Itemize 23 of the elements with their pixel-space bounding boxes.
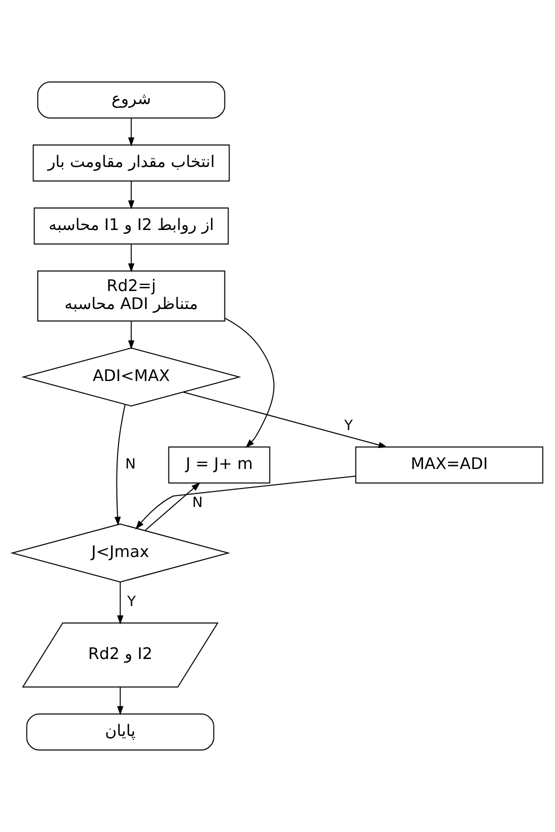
edge-label: Y	[127, 594, 136, 610]
node-box: MAX=ADI	[355, 446, 544, 484]
arrow	[114, 404, 126, 526]
edge-label: N	[125, 456, 136, 473]
arrow	[224, 318, 274, 448]
arrow	[128, 244, 134, 272]
node-diamond: J<Jmax	[10, 523, 230, 583]
node-box: محاسبه I1 و I2 از روابط	[34, 208, 229, 244]
node-diamond: ADI<MAX	[21, 347, 242, 407]
edge-label: N	[192, 495, 203, 512]
arrow	[144, 482, 200, 531]
arrow	[128, 320, 134, 350]
arrow	[117, 582, 124, 624]
arrow	[117, 686, 124, 716]
arrow	[182, 392, 388, 448]
node-box: پایان	[26, 714, 214, 750]
node-box: شروع	[37, 82, 226, 118]
arrow	[135, 476, 356, 530]
arrow	[128, 180, 134, 210]
arrow	[128, 118, 134, 146]
node-box: J = J+ m	[168, 446, 270, 484]
edge-label: Y	[344, 418, 353, 434]
node-box: انتخاب مقدار مقاومت بار	[32, 144, 230, 182]
